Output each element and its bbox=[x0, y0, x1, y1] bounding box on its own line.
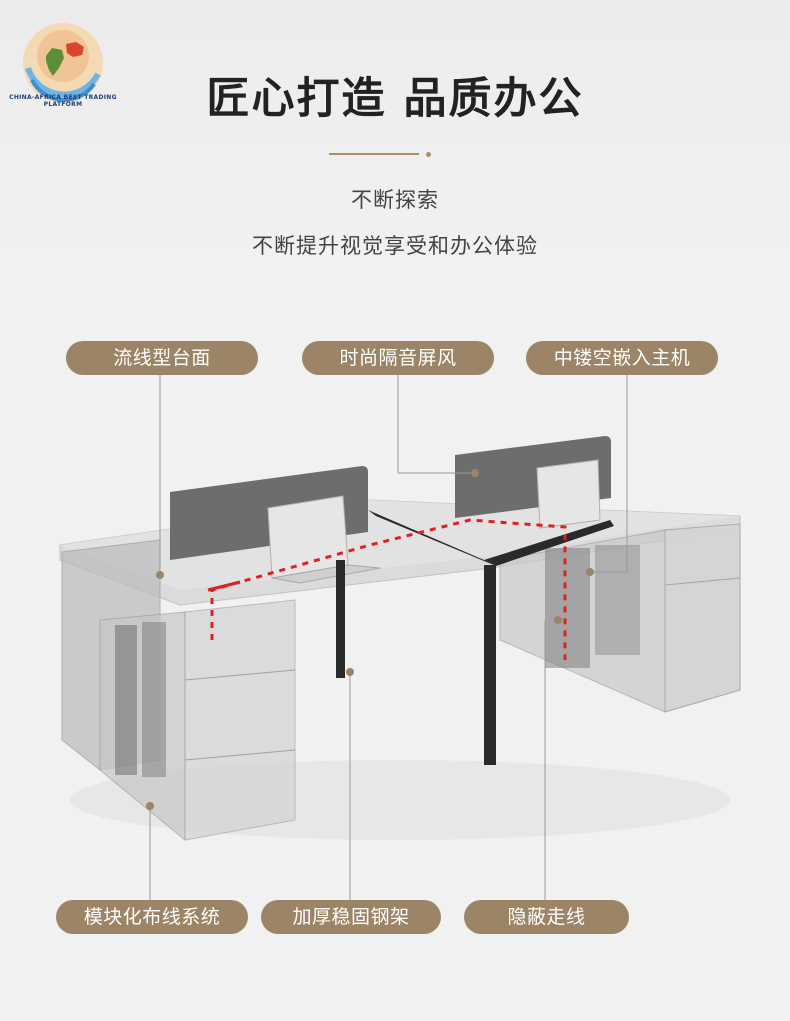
hidden-cable-route bbox=[210, 518, 567, 660]
subtitle-explore: 不断探索 bbox=[351, 188, 439, 212]
subtitle-experience: 不断提升视觉享受和办公体验 bbox=[252, 234, 538, 258]
feature-sound-screen: 时尚隔音屏风 bbox=[302, 341, 494, 375]
globe-icon bbox=[23, 23, 103, 103]
brand-logo: CHINA-AFRICA BEST TRADING PLATFORM bbox=[8, 8, 118, 108]
feature-modular-wiring: 模块化布线系统 bbox=[56, 900, 248, 934]
callout-leaders bbox=[149, 375, 628, 900]
page-title: 匠心打造 品质办公 bbox=[206, 74, 584, 124]
left-pc-case bbox=[115, 625, 137, 775]
feature-steel-frame: 加厚稳固钢架 bbox=[261, 900, 441, 934]
logo-ring-text: CHINA-AFRICA BEST TRADING PLATFORM bbox=[9, 94, 117, 108]
title-divider-dot bbox=[426, 152, 431, 157]
header-background bbox=[0, 0, 790, 310]
feature-streamlined-top: 流线型台面 bbox=[66, 341, 258, 375]
right-laptop bbox=[536, 459, 601, 529]
left-drawer-unit bbox=[184, 599, 296, 841]
feature-hollow-host: 中镂空嵌入主机 bbox=[526, 341, 718, 375]
steel-leg-front bbox=[484, 565, 496, 765]
steel-leg-center bbox=[336, 560, 345, 678]
right-drawer-unit bbox=[664, 523, 741, 713]
feature-hidden-cable: 隐蔽走线 bbox=[464, 900, 629, 934]
title-divider bbox=[329, 153, 419, 155]
callout-dots bbox=[146, 469, 594, 810]
right-pc-case bbox=[545, 548, 590, 668]
